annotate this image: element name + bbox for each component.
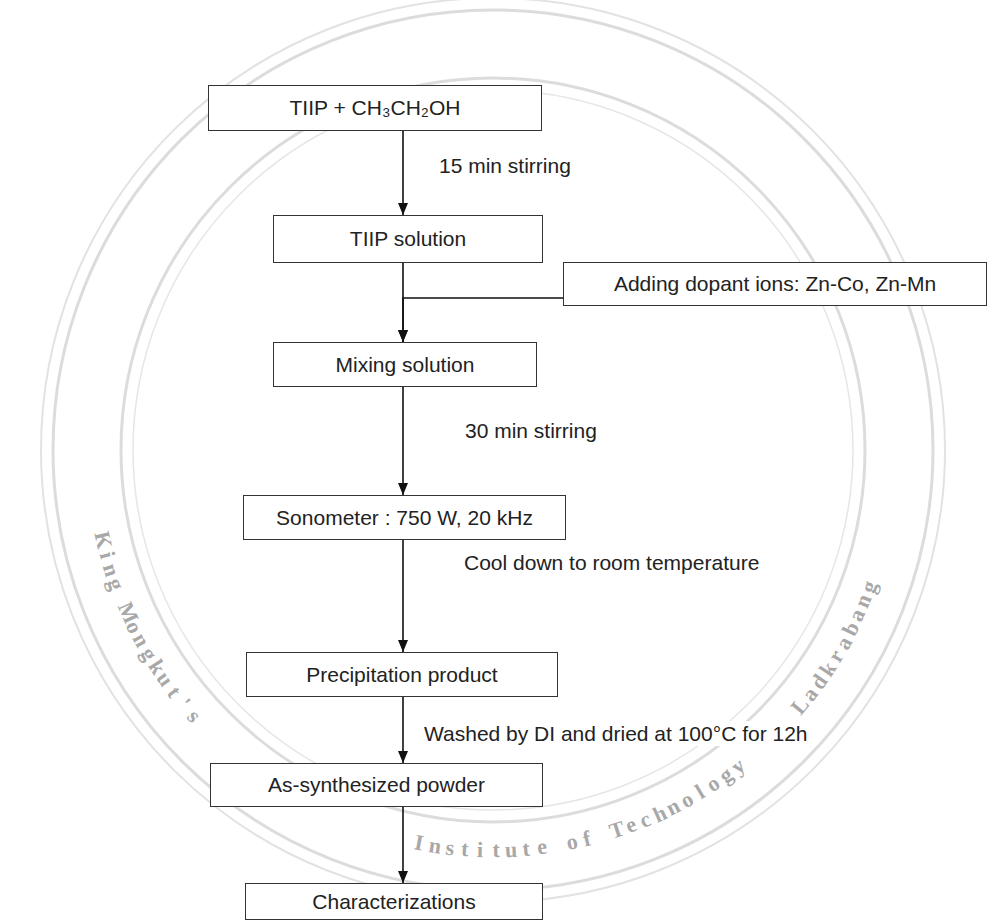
watermark-letter: r <box>824 646 848 666</box>
watermark-letter: s <box>183 705 205 726</box>
box-text: Adding dopant ions: Zn-Co, Zn-Mn <box>614 271 936 296</box>
process-box: TIIP + CH₃CH₂OH <box>208 85 542 131</box>
watermark-letter <box>110 592 132 605</box>
process-box: Precipitation product <box>246 652 558 697</box>
seal-ring <box>53 10 933 890</box>
watermark-letter: ' <box>173 695 194 714</box>
watermark-letter: g <box>136 643 161 664</box>
process-box: Adding dopant ions: Zn-Co, Zn-Mn <box>563 262 987 306</box>
watermark-letter: c <box>637 808 654 832</box>
flow-arrow <box>402 807 404 883</box>
watermark-letter: g <box>715 763 737 787</box>
flow-arrow <box>403 298 563 342</box>
seal-ring <box>121 78 865 822</box>
step-condition: 30 min stirring <box>463 418 599 443</box>
watermark-letter: t <box>492 839 499 861</box>
box-text: Characterizations <box>312 889 475 914</box>
watermark-letter: o <box>122 617 147 637</box>
box-text: TIIP solution <box>350 226 466 251</box>
box-text: Mixing solution <box>336 352 475 377</box>
watermark-letter: f <box>581 827 593 850</box>
watermark-letter: o <box>564 830 579 854</box>
process-box: TIIP solution <box>273 215 543 263</box>
watermark-letter: g <box>857 578 881 596</box>
seal-ring <box>41 0 945 902</box>
watermark-letter: K <box>91 529 116 551</box>
watermark-letter: n <box>663 794 684 819</box>
watermark-letter: a <box>831 633 856 653</box>
step-condition: 15 min stirring <box>437 153 573 178</box>
watermark-letter: i <box>477 839 484 861</box>
watermark-letter: b <box>838 619 863 640</box>
box-text: As-synthesized powder <box>268 772 485 797</box>
watermark-letter: t <box>522 837 531 860</box>
watermark-letter: I <box>413 832 425 855</box>
watermark-letter: d <box>807 670 832 693</box>
watermark-letter: k <box>815 658 840 680</box>
flow-arrow <box>402 540 404 652</box>
watermark-letter: n <box>99 560 124 578</box>
box-text: TIIP + CH₃CH₂OH <box>290 95 461 120</box>
watermark-letter: e <box>623 813 640 837</box>
watermark-letter <box>194 717 214 736</box>
watermark-letter: h <box>649 801 669 826</box>
watermark-letter: i <box>96 549 119 561</box>
watermark-letter: u <box>153 668 178 691</box>
process-box: Characterizations <box>245 883 543 920</box>
seal-ring <box>133 90 853 810</box>
step-condition: Washed by DI and dried at 100°C for 12h <box>422 721 810 746</box>
watermark-letter: u <box>505 838 518 861</box>
process-box: Sonometer : 750 W, 20 kHz <box>243 495 566 540</box>
watermark-letter: y <box>727 754 749 778</box>
watermark-letter: o <box>677 788 697 813</box>
watermark-letter: k <box>144 656 169 678</box>
watermark-letter: L <box>787 693 813 718</box>
process-box: As-synthesized powder <box>210 763 543 807</box>
watermark-letter: a <box>845 606 870 625</box>
watermark-letter <box>741 746 759 766</box>
flow-arrow <box>402 697 404 763</box>
step-condition: Cool down to room temperature <box>462 550 761 575</box>
box-text: Precipitation product <box>306 662 497 687</box>
watermark-letter: M <box>113 599 142 627</box>
watermark-letter <box>552 834 561 857</box>
watermark-letter: n <box>129 630 154 651</box>
watermark-letter: n <box>851 591 876 611</box>
watermark-letter: T <box>606 818 627 843</box>
watermark-letter: g <box>104 575 128 593</box>
watermark-letter: a <box>798 683 822 705</box>
watermark-letter: e <box>536 836 548 859</box>
watermark-letter <box>596 824 607 847</box>
flow-arrow <box>402 131 404 215</box>
watermark-letter: o <box>703 772 724 796</box>
watermark-letter: t <box>163 682 185 701</box>
process-box: Mixing solution <box>273 342 537 387</box>
watermark-letter: l <box>692 781 709 803</box>
box-text: Sonometer : 750 W, 20 kHz <box>276 505 533 530</box>
watermark-letter: n <box>427 834 442 858</box>
watermark-letter: t <box>461 838 470 860</box>
flow-arrow <box>402 387 404 495</box>
watermark-letter: s <box>444 836 455 859</box>
